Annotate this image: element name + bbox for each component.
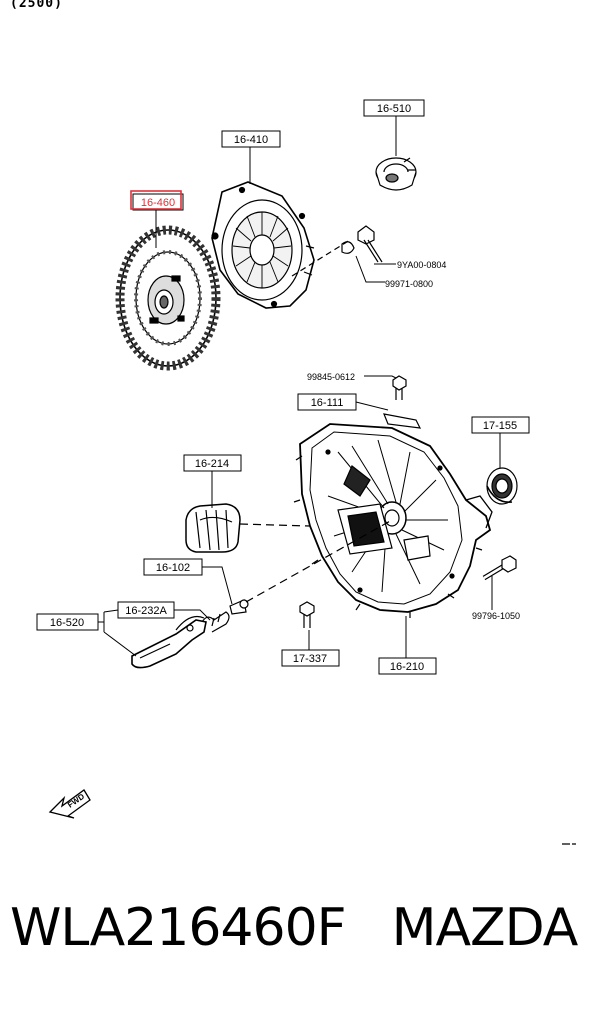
bolt-17337-drawing [299,601,315,628]
release-bearing-drawing [375,157,417,191]
housing-bolt-drawing [482,555,517,581]
bolt-99845-drawing [392,375,407,400]
svg-text:16-210: 16-210 [390,661,424,673]
callout-16-214[interactable]: 16-214 [183,454,242,472]
part-number-footer: WLA216460F MAZDA [10,898,600,958]
engine-code-label: (2500) [10,0,63,11]
callout-99971-0800[interactable]: 99971-0800 [385,279,433,289]
pivot-ball-drawing [229,599,249,615]
callout-16-460-highlighted[interactable]: 16-460 [130,190,184,211]
release-fork-drawing [131,615,207,669]
callout-99845-0612[interactable]: 99845-0612 [307,372,355,382]
assembly-line [245,519,393,603]
part-number: WLA216460F [10,898,347,958]
svg-text:99796-1050: 99796-1050 [472,611,520,621]
svg-text:99971-0800: 99971-0800 [385,279,433,289]
svg-text:16-460: 16-460 [141,197,175,209]
svg-text:99845-0612: 99845-0612 [307,372,355,382]
svg-text:16-102: 16-102 [156,562,190,574]
svg-text:17-337: 17-337 [293,653,327,665]
callout-16-510[interactable]: 16-510 [363,99,425,117]
clutch-housing-drawing [293,423,493,618]
svg-text:16-111: 16-111 [311,397,344,409]
pressure-plate-bolt-drawing [357,225,383,263]
bearing-17155-drawing [486,467,518,505]
callout-17-337[interactable]: 17-337 [281,649,340,667]
callout-9YA00-0804[interactable]: 9YA00-0804 [397,260,446,270]
retaining-spring-drawing [199,611,230,633]
callout-16-232A[interactable]: 16-232A [117,601,175,619]
callout-16-111[interactable]: 16-111 [297,393,357,411]
callout-16-210[interactable]: 16-210 [378,657,437,675]
svg-text:16-510: 16-510 [377,103,411,115]
assembly-line [291,239,351,277]
clutch-disc-drawing [115,225,221,371]
callout-99796-1050[interactable]: 99796-1050 [472,611,520,621]
callout-16-520[interactable]: 16-520 [36,613,99,631]
callout-16-102[interactable]: 16-102 [143,558,203,576]
dust-boot-drawing [185,503,241,553]
forward-direction-arrow [48,789,91,819]
assembly-line [239,523,311,527]
svg-text:9YA00-0804: 9YA00-0804 [397,260,446,270]
pressure-plate-drawing [211,181,315,309]
svg-text:16-520: 16-520 [50,617,84,629]
svg-text:17-155: 17-155 [483,420,517,432]
leader-lines [98,116,501,658]
callout-17-155[interactable]: 17-155 [471,416,530,434]
svg-text:16-214: 16-214 [195,458,229,470]
callout-16-410[interactable]: 16-410 [221,130,281,148]
brand-name: MAZDA [391,898,579,958]
svg-text:16-232A: 16-232A [125,605,167,617]
svg-text:16-410: 16-410 [234,134,268,146]
